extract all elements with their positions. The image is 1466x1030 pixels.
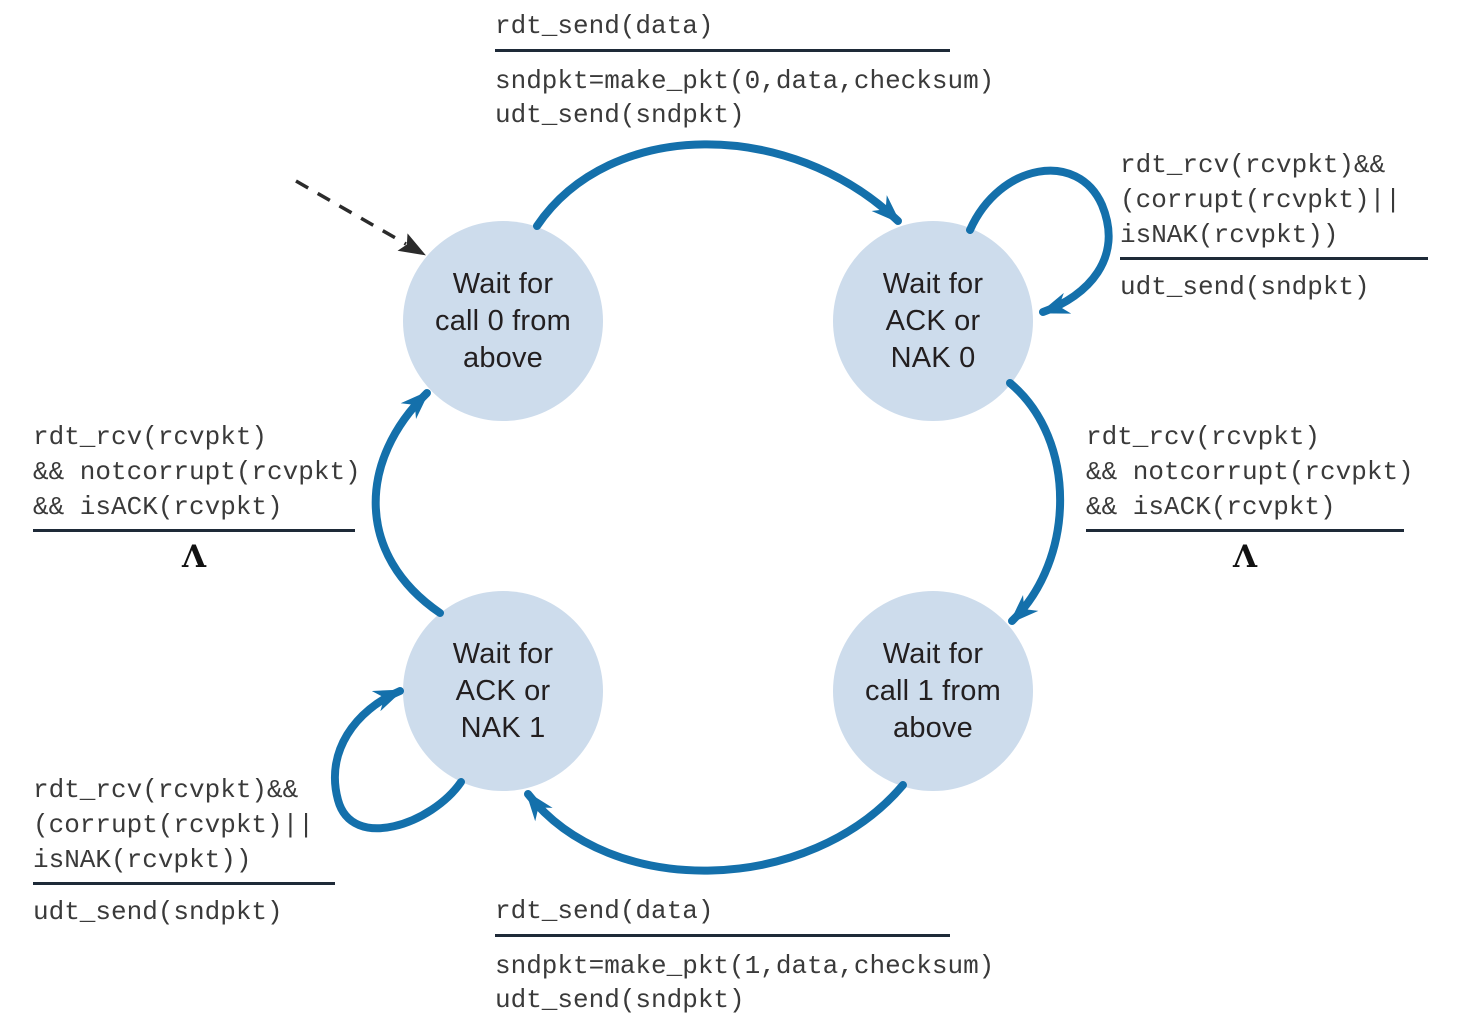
state-circle-wait-call0 [403, 221, 603, 421]
transition-label-send1: rdt_send(data) sndpkt=make_pkt(1,data,ch… [495, 893, 995, 1017]
transition-label-ack0: rdt_rcv(rcvpkt) && notcorrupt(rcvpkt) &&… [1086, 420, 1414, 575]
action-code: udt_send(sndpkt) [1120, 272, 1370, 302]
event-code: rdt_send(data) [495, 896, 714, 926]
event-code: rdt_rcv(rcvpkt) && notcorrupt(rcvpkt) &&… [33, 422, 361, 522]
transition-arc-ack1 [371, 389, 444, 617]
event-code: rdt_rcv(rcvpkt)&& (corrupt(rcvpkt)|| isN… [33, 775, 314, 875]
self-loop-arc-nak0 [966, 166, 1113, 316]
lambda-action: Λ [1232, 539, 1258, 575]
state-circle-wait-ack-nak0 [833, 221, 1033, 421]
transition-label-nak1-selfloop: rdt_rcv(rcvpkt)&& (corrupt(rcvpkt)|| isN… [33, 773, 335, 929]
event-code: rdt_send(data) [495, 11, 714, 41]
state-circle-wait-ack-nak1 [403, 591, 603, 791]
event-code: rdt_rcv(rcvpkt)&& (corrupt(rcvpkt)|| isN… [1120, 150, 1401, 250]
transition-label-send0: rdt_send(data) sndpkt=make_pkt(0,data,ch… [495, 8, 995, 132]
action-code: sndpkt=make_pkt(0,data,checksum) udt_sen… [495, 66, 995, 130]
condition-rule [495, 49, 950, 52]
event-code: rdt_rcv(rcvpkt) && notcorrupt(rcvpkt) &&… [1086, 422, 1414, 522]
condition-rule [495, 934, 950, 937]
transition-arc-ack0 [1006, 379, 1065, 625]
condition-rule [33, 882, 335, 885]
lambda-action: Λ [181, 539, 207, 575]
transition-label-nak0-selfloop: rdt_rcv(rcvpkt)&& (corrupt(rcvpkt)|| isN… [1120, 148, 1428, 304]
initial-state-arrow [295, 179, 426, 256]
state-label-wait-ack-nak0: Wait for ACK or NAK 0 [882, 267, 984, 374]
self-loop-arc-nak1 [330, 687, 465, 833]
action-code: udt_send(sndpkt) [33, 897, 283, 927]
state-label-wait-call0: Wait for call 0 from above [435, 267, 571, 374]
transition-arc-send1 [524, 781, 907, 875]
condition-rule [1120, 257, 1428, 260]
condition-rule [33, 529, 355, 532]
state-label-wait-ack-nak1: Wait for ACK or NAK 1 [452, 637, 554, 744]
action-code: sndpkt=make_pkt(1,data,checksum) udt_sen… [495, 951, 995, 1015]
transition-arc-send0 [533, 140, 902, 230]
condition-rule [1086, 529, 1404, 532]
transition-label-ack1: rdt_rcv(rcvpkt) && notcorrupt(rcvpkt) &&… [33, 420, 361, 575]
state-label-wait-call1: Wait for call 1 from above [865, 637, 1001, 744]
state-circle-wait-call1 [833, 591, 1033, 791]
